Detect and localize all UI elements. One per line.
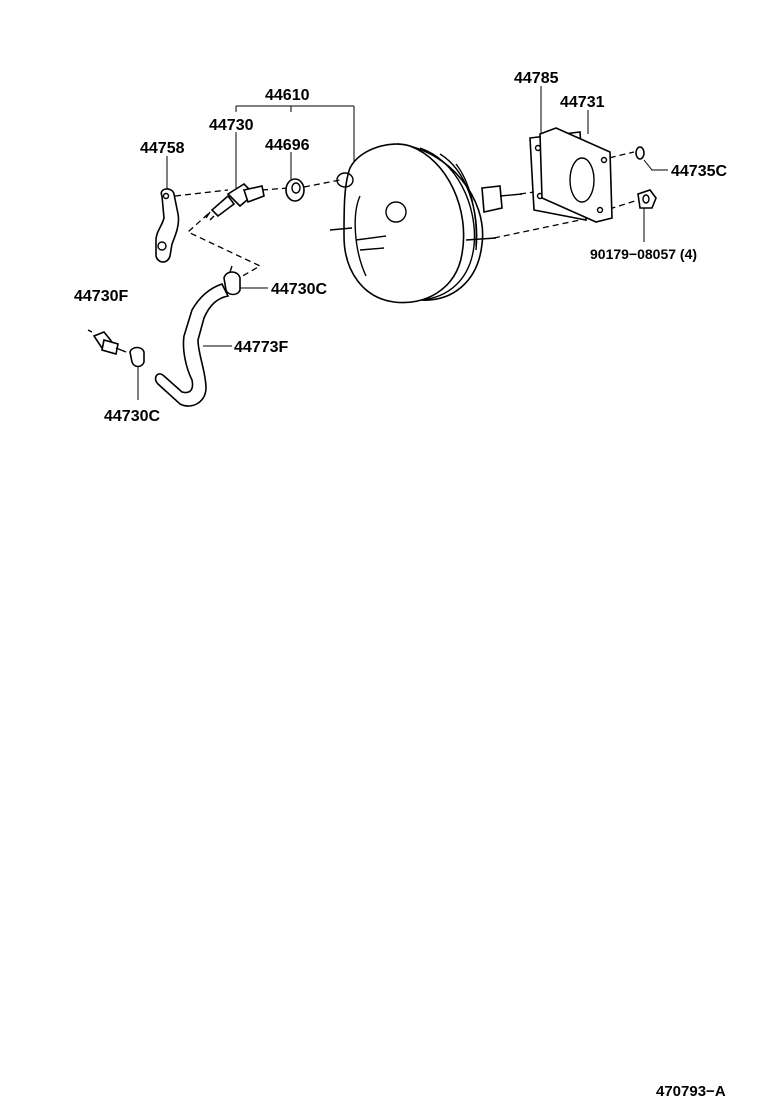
label-44610: 44610 — [265, 87, 310, 104]
grommet-44696 — [285, 178, 305, 202]
clamp-44730C-lower — [129, 346, 145, 368]
label-44731: 44731 — [560, 94, 605, 111]
label-90179-08057: 90179−08057 (4) — [590, 246, 697, 262]
label-44730F: 44730F — [74, 288, 128, 305]
label-44773F: 44773F — [234, 339, 288, 356]
vacuum-hose-44773F — [154, 283, 230, 407]
leader-lines — [137, 86, 668, 400]
label-44758: 44758 — [140, 140, 185, 157]
clip-44735C — [635, 146, 645, 160]
label-44785: 44785 — [514, 70, 559, 87]
fitting-44730F — [87, 329, 127, 356]
part-labels: 44610 44730 44696 44758 44785 44731 4473… — [74, 70, 727, 425]
figure-code: 470793−A — [656, 1083, 726, 1100]
nut-90179-08057 — [637, 189, 657, 209]
clamp-44730C-upper — [223, 265, 241, 296]
label-44730C-lower: 44730C — [104, 408, 160, 425]
label-44730C-upper: 44730C — [271, 281, 327, 298]
label-44730: 44730 — [209, 117, 254, 134]
label-44735C: 44735C — [671, 163, 727, 180]
label-44696: 44696 — [265, 137, 310, 154]
check-valve-44730 — [205, 182, 265, 221]
assembly-dashed-lines — [174, 151, 639, 283]
spacer-44731 — [539, 127, 613, 223]
brake-booster-44610 — [329, 143, 523, 304]
bracket-44758 — [155, 188, 180, 263]
